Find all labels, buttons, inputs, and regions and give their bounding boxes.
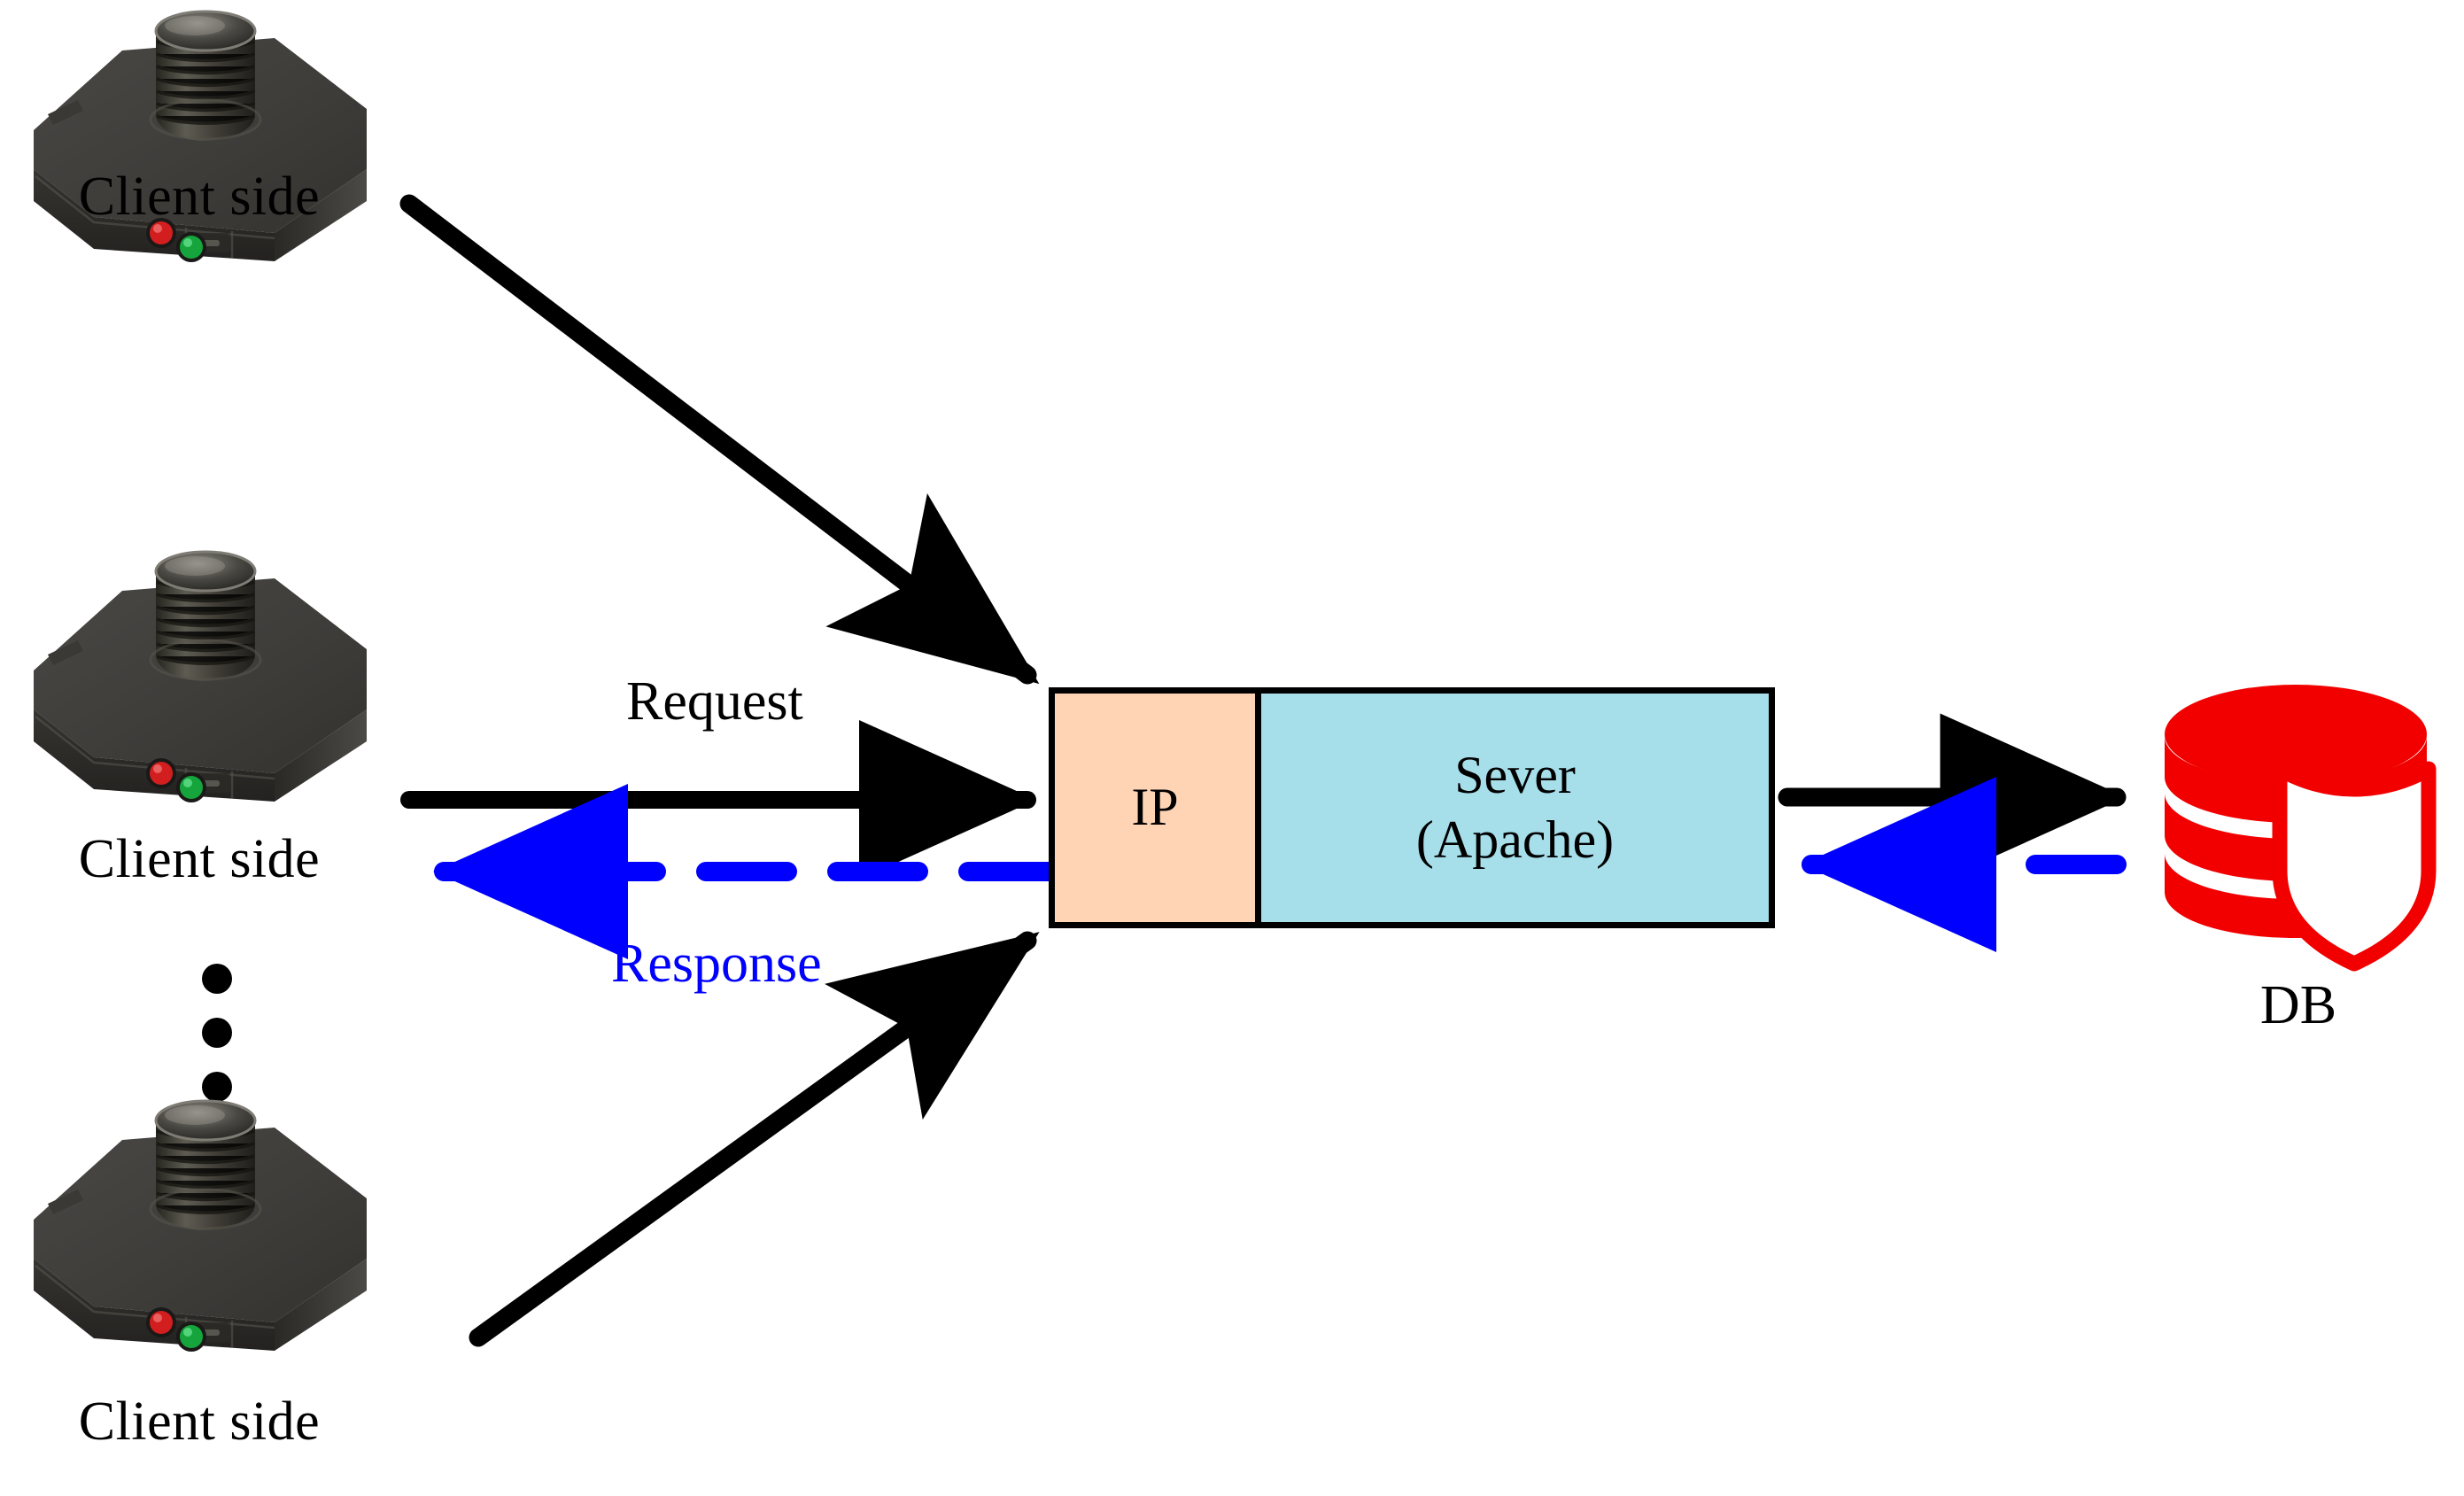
client-node-2[interactable]: Client side [9,536,390,889]
request-label: Request [626,671,803,732]
arrow-bottom-client-to-server [469,931,1040,1347]
database-shield-icon [2165,685,2437,972]
server-software-label: (Apache) [1415,810,1615,869]
database-node[interactable]: DB [2143,660,2453,1035]
server-name-label: Sever [1454,745,1576,804]
client-label-1: Client side [78,167,321,227]
server-ip-label: IP [1131,778,1179,837]
ellipsis-dot [202,964,232,994]
arrow-top-client-to-server [399,194,1040,685]
client-label-3: Client side [78,1391,321,1452]
ellipsis-dot [202,1072,232,1102]
database-label: DB [2259,975,2337,1035]
response-label: Response [611,934,822,994]
vertical-ellipsis [202,964,232,1102]
server-box[interactable]: IP Sever (Apache) [1049,687,1775,928]
client-node-3[interactable]: Client side [9,1085,390,1452]
client-device-icon-1 [9,0,390,306]
client-device-icon-2 [9,536,390,846]
client-device-icon-3 [9,1085,390,1395]
ellipsis-dot [202,1018,232,1048]
server-apache-segment[interactable]: Sever (Apache) [1261,694,1769,922]
client-label-2: Client side [78,829,321,889]
server-ip-segment[interactable]: IP [1055,694,1261,922]
client-node-1[interactable]: Client side [9,0,390,306]
